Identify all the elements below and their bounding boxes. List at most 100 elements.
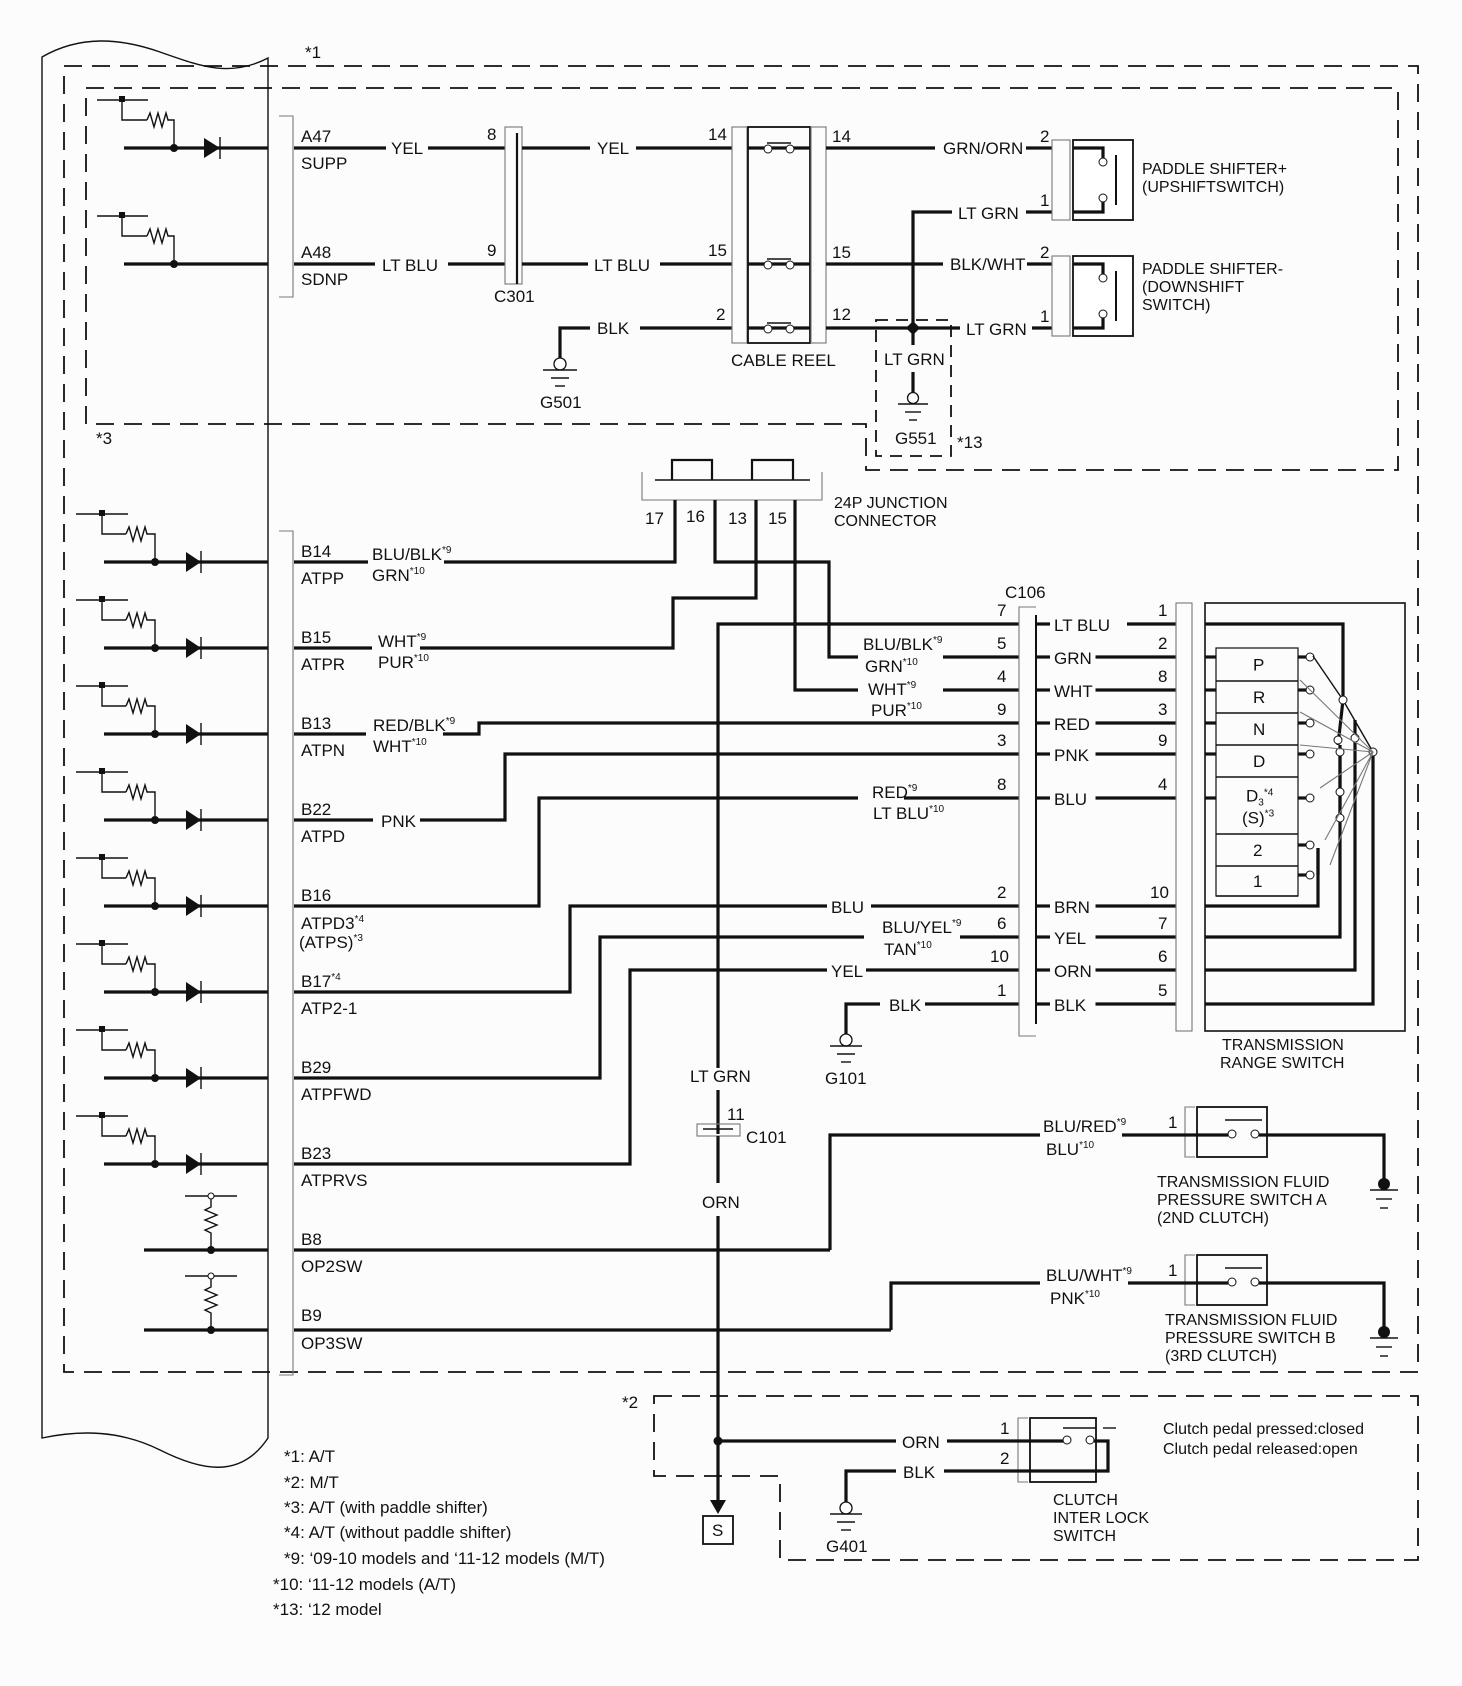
transmission-range-switch: TRANSMISSION RANGE SWITCH PRNDD3*4(S)*32… — [1175, 602, 1406, 1072]
wire-color-label: PNK — [1054, 746, 1090, 765]
pin-label: B8 — [301, 1230, 322, 1249]
ecm-input-circuit-a48 — [97, 212, 268, 268]
wire-color-label: BLU/WHT*9 — [1046, 1266, 1132, 1285]
wire-color-label: YEL — [597, 139, 629, 158]
component-label: RANGE SWITCH — [1220, 1055, 1344, 1072]
component-label: TRANSMISSION — [1222, 1037, 1344, 1054]
wire-color-label: BLK/WHT — [950, 255, 1026, 274]
pin-number: 1 — [1040, 307, 1049, 326]
wire — [1205, 752, 1375, 1006]
junction-node — [151, 902, 159, 910]
wire-color-label: GRN*10 — [372, 566, 425, 585]
range-position-label: N — [1253, 720, 1265, 739]
resistor-icon — [125, 954, 156, 992]
contact-node — [1335, 747, 1345, 757]
ecm-lower-pin-labels: B14 ATPP B15 ATPR B13 ATPN B22 ATPD B16 … — [299, 542, 372, 1353]
contact-node — [1333, 735, 1343, 745]
contact-node — [1305, 718, 1315, 728]
zone-paddle-boundary — [85, 87, 1399, 471]
legend-item: *3: A/T (with paddle shifter) — [284, 1498, 488, 1517]
wire-color-label: YEL — [831, 962, 863, 981]
wiper-line — [1299, 744, 1374, 753]
range-position-label: 2 — [1253, 841, 1262, 860]
diode-icon — [186, 1154, 201, 1174]
wire-color-label: WHT*9 — [378, 632, 427, 651]
range-position-label: (S)*3 — [1242, 809, 1275, 828]
range-position-label: D3*4 — [1246, 787, 1274, 809]
ground-g551: G551 — [895, 372, 937, 448]
wire-color-label: WHT — [1054, 682, 1093, 701]
wire-color-label: LT GRN — [958, 204, 1019, 223]
footnote-ref: *4 — [1264, 788, 1274, 799]
pin-number: 15 — [768, 509, 787, 528]
wire-color-label: ORN — [902, 1433, 940, 1452]
pin-label: B29 — [301, 1058, 331, 1077]
wire-color-label: BLU*10 — [1046, 1140, 1095, 1159]
ecm-connector-b — [279, 530, 294, 1376]
connector-label: C101 — [746, 1128, 787, 1147]
pin-number: 8 — [997, 775, 1006, 794]
wire-color-label: LT GRN — [690, 1067, 751, 1086]
pressure-switch-a: 1 TRANSMISSION FLUID PRESSURE SWITCH A (… — [1157, 1106, 1398, 1227]
junction-node — [207, 1246, 215, 1254]
junction-node — [99, 854, 105, 860]
pin-number: 2 — [997, 883, 1006, 902]
range-position-label: 1 — [1253, 872, 1262, 891]
pin-label: B17*4 — [301, 972, 341, 991]
range-position-label: D — [1253, 752, 1265, 771]
terminal-node — [207, 1272, 215, 1280]
ecm-input-circuit — [76, 1112, 268, 1175]
cable-reel-contact — [748, 258, 810, 270]
clutch-state-note: Clutch pedal pressed:closed — [1163, 1421, 1364, 1438]
ecm-input-circuit — [76, 510, 268, 573]
resistor-icon — [125, 782, 156, 820]
zone-paddle-label: *3 — [96, 429, 112, 448]
wire-color-label: ORN — [1054, 962, 1092, 981]
ecm-input-circuit — [76, 596, 268, 659]
wire-color-label: WHT*9 — [868, 680, 917, 699]
pin-number: 2 — [1040, 243, 1049, 262]
pin-number: 10 — [990, 947, 1009, 966]
zone-g551-note: *13 — [957, 433, 983, 452]
clutch-state-note: Clutch pedal released:open — [1163, 1441, 1358, 1458]
contact-node — [1305, 870, 1315, 880]
legend-item: *10: ‘11-12 models (A/T) — [273, 1575, 456, 1594]
junction-node — [99, 1026, 105, 1032]
wire-color-label: PNK*10 — [1050, 1289, 1100, 1308]
diode-icon — [186, 896, 201, 916]
ground-g101: G101 — [825, 1033, 867, 1088]
diode-icon — [186, 1068, 201, 1088]
junction-node — [151, 1160, 159, 1168]
wire-color-label: ORN — [702, 1193, 740, 1212]
pin-number: 1 — [997, 981, 1006, 1000]
diode-icon — [186, 638, 201, 658]
wire-color-label: GRN/ORN — [943, 139, 1023, 158]
connector-label: C301 — [494, 287, 535, 306]
ecm-input-circuit-a47 — [97, 96, 268, 159]
component-label: TRANSMISSION FLUID — [1157, 1174, 1329, 1191]
wire — [844, 1002, 880, 1034]
wire-color-label: LT GRN — [966, 320, 1027, 339]
signal-label: ATPRVS — [301, 1171, 367, 1190]
component-label: PRESSURE SWITCH B — [1165, 1330, 1336, 1347]
pin-number: 4 — [997, 667, 1006, 686]
signal-label: ATPN — [301, 741, 345, 760]
wiper-line — [1342, 699, 1374, 753]
terminal-node — [207, 1192, 215, 1200]
component-label: TRANSMISSION FLUID — [1165, 1312, 1337, 1329]
component-label: INTER LOCK — [1053, 1510, 1149, 1527]
junction-node — [99, 940, 105, 946]
zone-mt-label: *2 — [622, 1393, 638, 1412]
clutch-interlock-switch: CLUTCH INTER LOCK SWITCH — [1017, 1417, 1149, 1545]
wire-color-label: RED — [1054, 715, 1090, 734]
contact-node — [1305, 840, 1315, 850]
contact-node — [1338, 695, 1348, 705]
zone-at-label: *1 — [305, 43, 321, 62]
cable-reel: 14 15 2 14 15 12 CABLE REEL — [708, 125, 851, 370]
pin-label: B9 — [301, 1306, 322, 1325]
wiper-line — [1329, 751, 1374, 866]
component-label: CONNECTOR — [834, 513, 937, 530]
pin-number: 12 — [832, 305, 851, 324]
footnote-legend: *1: A/T *2: M/T *3: A/T (with paddle shi… — [273, 1447, 605, 1619]
ecm-input-circuit — [76, 768, 268, 831]
